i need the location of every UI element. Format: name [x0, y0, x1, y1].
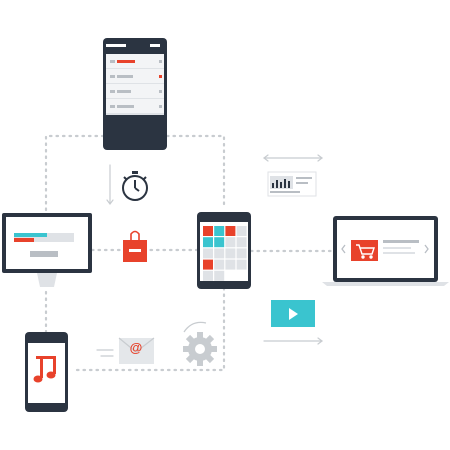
tablet-tile: [203, 248, 213, 259]
tablet-tile: [214, 270, 225, 281]
tablet-tile: [203, 226, 213, 236]
email-envelope-icon: @: [118, 337, 155, 364]
tablet-tile: [236, 248, 247, 259]
stopwatch-icon: [122, 171, 148, 201]
tablet-device: [197, 212, 251, 289]
play-icon: [289, 308, 298, 320]
tablet-tile: [225, 237, 236, 248]
tablet-tile: [225, 248, 236, 259]
chart-card: [267, 171, 317, 197]
tablet-tile: [203, 237, 213, 248]
server-device: [103, 38, 167, 150]
tablet-tile: [236, 237, 247, 248]
tablet-tile: [214, 226, 225, 236]
tablet-tile: [214, 237, 225, 248]
tablet-tile-grid: [203, 226, 247, 281]
shopping-bag-icon: [123, 230, 147, 262]
tablet-tile: [203, 270, 213, 281]
tablet-tile: [225, 259, 236, 270]
desktop-monitor: [2, 213, 92, 287]
tablet-tile: [236, 259, 247, 270]
tablet-tile: [214, 248, 225, 259]
arrow-lines: [96, 154, 323, 357]
phone-device: [25, 332, 68, 412]
at-sign-icon: @: [130, 340, 143, 355]
shopping-cart-icon: [356, 244, 375, 259]
desktop-progress-bar: [14, 233, 47, 237]
gear-icon: [183, 321, 217, 366]
video-player: [271, 300, 315, 327]
server-menu-rows: [106, 54, 164, 113]
tablet-tile: [203, 259, 213, 270]
music-note-icon: [33, 356, 56, 383]
tablet-tile: [225, 226, 236, 236]
tablet-tile: [236, 226, 247, 236]
tablet-tile: [214, 259, 225, 270]
laptop-device: [322, 216, 449, 286]
